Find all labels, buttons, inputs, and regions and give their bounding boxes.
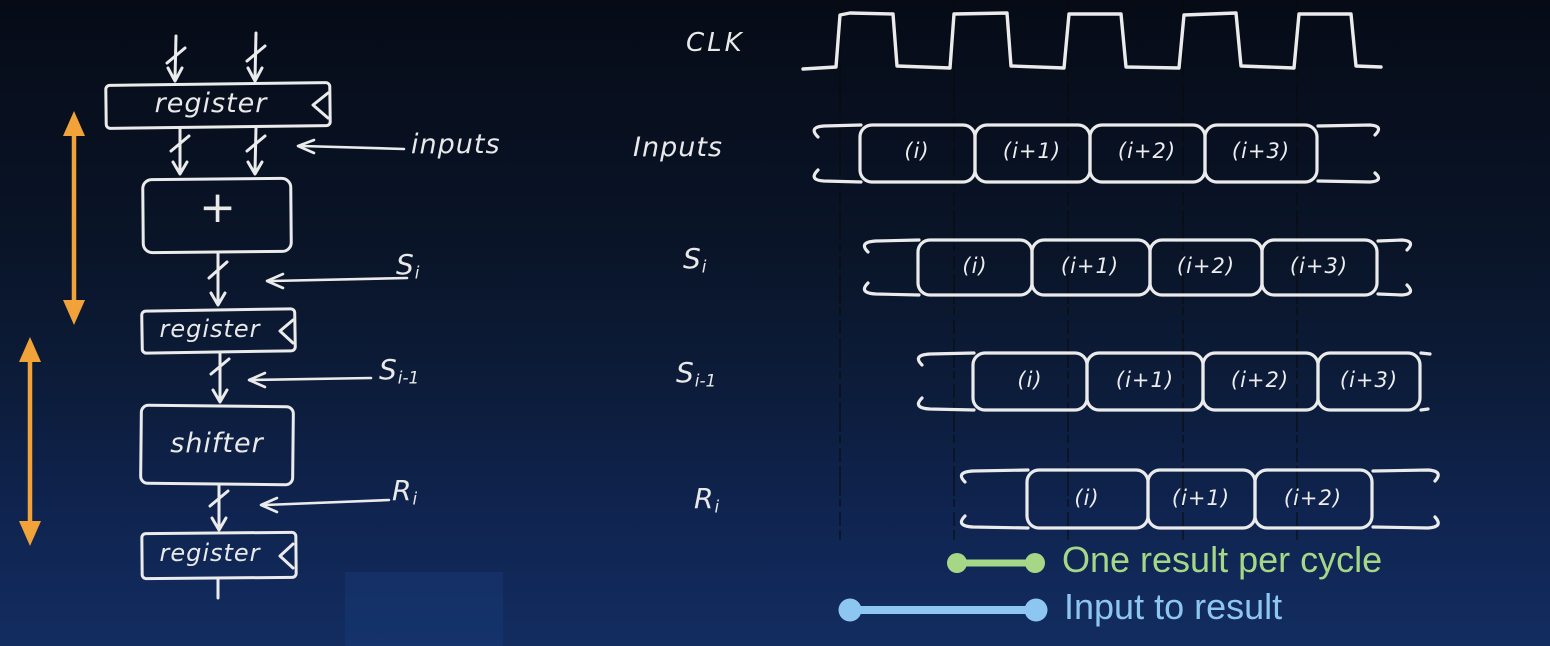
si-prev-waveform [916,351,1432,412]
si-prev-block-0: (i) [1017,368,1043,392]
timing-gridlines [839,0,1298,540]
ri-waveform [959,468,1440,530]
top-input-arrows [165,31,267,83]
register-to-adder-arrows [169,126,267,176]
shifter-output-wire [208,482,230,532]
signal-label-ri: Ri [694,482,720,517]
legend-dot [947,553,967,573]
legend-dot [838,598,862,622]
shifter-label: shifter [170,428,264,459]
clock-caret-icon [311,91,330,120]
adder-output-wire [207,251,229,307]
signal-label-si-prev: Si-1 [676,356,717,391]
ri-block-1: (i+1) [1171,486,1231,510]
background-artifact [345,572,503,646]
signal-label-clk: CLK [686,28,745,58]
si-prev-block-3: (i+3) [1339,368,1399,392]
si-prev-annotation: Si-1 [379,353,420,388]
si-annotation: Si [396,248,420,283]
si-block-3: (i+3) [1289,254,1349,278]
inputs-block-3: (i+3) [1231,139,1291,163]
legend-input-to-result: Input to result [1064,586,1283,627]
legend-dot [1024,598,1048,622]
si-block-1: (i+1) [1060,254,1120,278]
clock-caret-icon [278,542,295,570]
adder-label: + [199,182,237,233]
register-mid-label: register [159,315,261,343]
legend-one-result-per-cycle: One result per cycle [1062,539,1383,580]
si-waveform [862,238,1413,297]
inputs-annotation: inputs [411,129,501,160]
ri-block-2: (i+2) [1283,486,1343,510]
legend-dot [1025,553,1045,573]
annotation-arrows [247,138,409,514]
shifter-box [139,403,295,487]
register-bottom-label: register [159,539,261,567]
inputs-waveform [812,123,1381,184]
si-block-0: (i) [962,254,988,278]
si-prev-block-1: (i+1) [1115,368,1175,392]
clk-waveform [801,11,1383,71]
ri-block-0: (i) [1074,486,1100,510]
timing-diagram [801,11,1440,530]
register-top-label: register [154,88,268,119]
pipeline-circuit [104,31,409,600]
si-block-2: (i+2) [1176,254,1236,278]
inputs-block-2: (i+2) [1117,139,1177,163]
signal-label-si: Si [683,242,707,277]
si-prev-block-2: (i+2) [1230,368,1290,392]
stage-span-arrows [19,111,85,546]
register-top-box [104,81,332,130]
signal-label-inputs: Inputs [633,132,723,163]
inputs-block-0: (i) [904,139,930,163]
inputs-block-1: (i+1) [1002,139,1062,163]
legend-marks [838,553,1048,622]
register-to-shifter-wire [209,350,231,404]
ri-annotation: Ri [392,474,418,509]
clock-caret-icon [278,318,295,345]
